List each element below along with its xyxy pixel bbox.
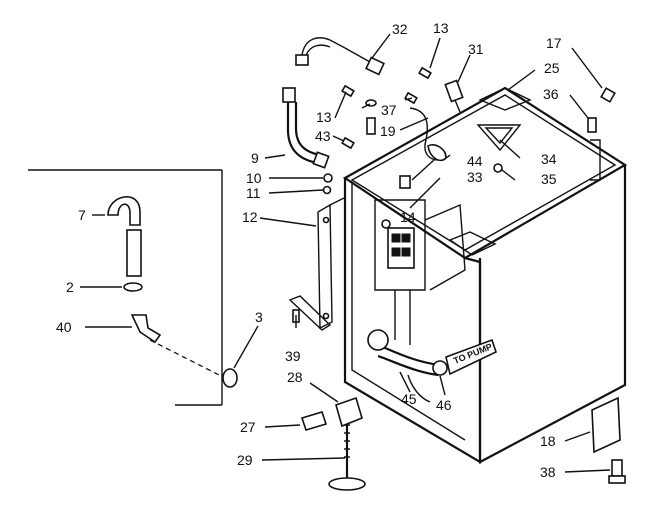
leader-lines — [80, 33, 611, 473]
pump-hose: TO PUMP — [367, 329, 497, 403]
cabinet — [342, 86, 628, 464]
label-39: 39 — [285, 348, 301, 364]
label-18: 18 — [540, 433, 556, 449]
label-35: 35 — [541, 171, 557, 187]
screws-right — [493, 87, 616, 173]
label-45: 45 — [401, 391, 417, 407]
label-13-mid: 13 — [316, 109, 332, 125]
dash-40-3 — [149, 339, 226, 379]
label-10: 10 — [246, 170, 262, 186]
clip-44 — [399, 175, 411, 189]
label-38: 38 — [540, 464, 556, 480]
bracket-28 — [335, 396, 363, 428]
label-19: 19 — [380, 123, 396, 139]
panel-18 — [591, 396, 621, 454]
label-32: 32 — [392, 21, 408, 37]
elbow-40 — [130, 314, 162, 344]
hose-19-end — [427, 143, 447, 162]
inset-box — [28, 169, 223, 406]
label-25: 25 — [544, 60, 560, 76]
label-13-top: 13 — [433, 20, 449, 36]
label-7: 7 — [78, 207, 86, 223]
wire-32 — [295, 37, 385, 76]
label-11: 11 — [246, 185, 261, 201]
label-40: 40 — [56, 319, 72, 335]
label-9: 9 — [251, 150, 259, 166]
label-43: 43 — [315, 128, 331, 144]
label-46: 46 — [436, 397, 452, 413]
label-17: 17 — [546, 35, 562, 51]
label-3: 3 — [255, 309, 263, 325]
clip-27 — [300, 411, 328, 431]
label-29: 29 — [237, 452, 253, 468]
clamp-2 — [123, 282, 143, 292]
label-34: 34 — [541, 151, 557, 167]
bracket-12 — [317, 197, 345, 330]
label-14: 14 — [400, 209, 416, 225]
hose-9 — [282, 87, 330, 169]
clamp-3 — [222, 368, 238, 388]
label-36: 36 — [543, 86, 559, 102]
hose-7 — [107, 195, 142, 277]
label-28: 28 — [287, 369, 303, 385]
switch-31 — [444, 79, 464, 113]
label-2: 2 — [66, 279, 74, 295]
control-bracket — [374, 199, 466, 345]
label-33: 33 — [467, 169, 483, 185]
leg-29 — [328, 420, 366, 491]
bolt-38 — [608, 459, 626, 484]
label-31: 31 — [468, 41, 484, 57]
screws-10-11 — [322, 173, 333, 195]
part-labels: 32 13 31 17 25 36 13 37 43 19 9 10 11 44… — [56, 20, 562, 480]
label-37: 37 — [381, 102, 397, 118]
label-44: 44 — [467, 153, 483, 169]
label-12: 12 — [242, 209, 258, 225]
label-27: 27 — [240, 419, 256, 435]
